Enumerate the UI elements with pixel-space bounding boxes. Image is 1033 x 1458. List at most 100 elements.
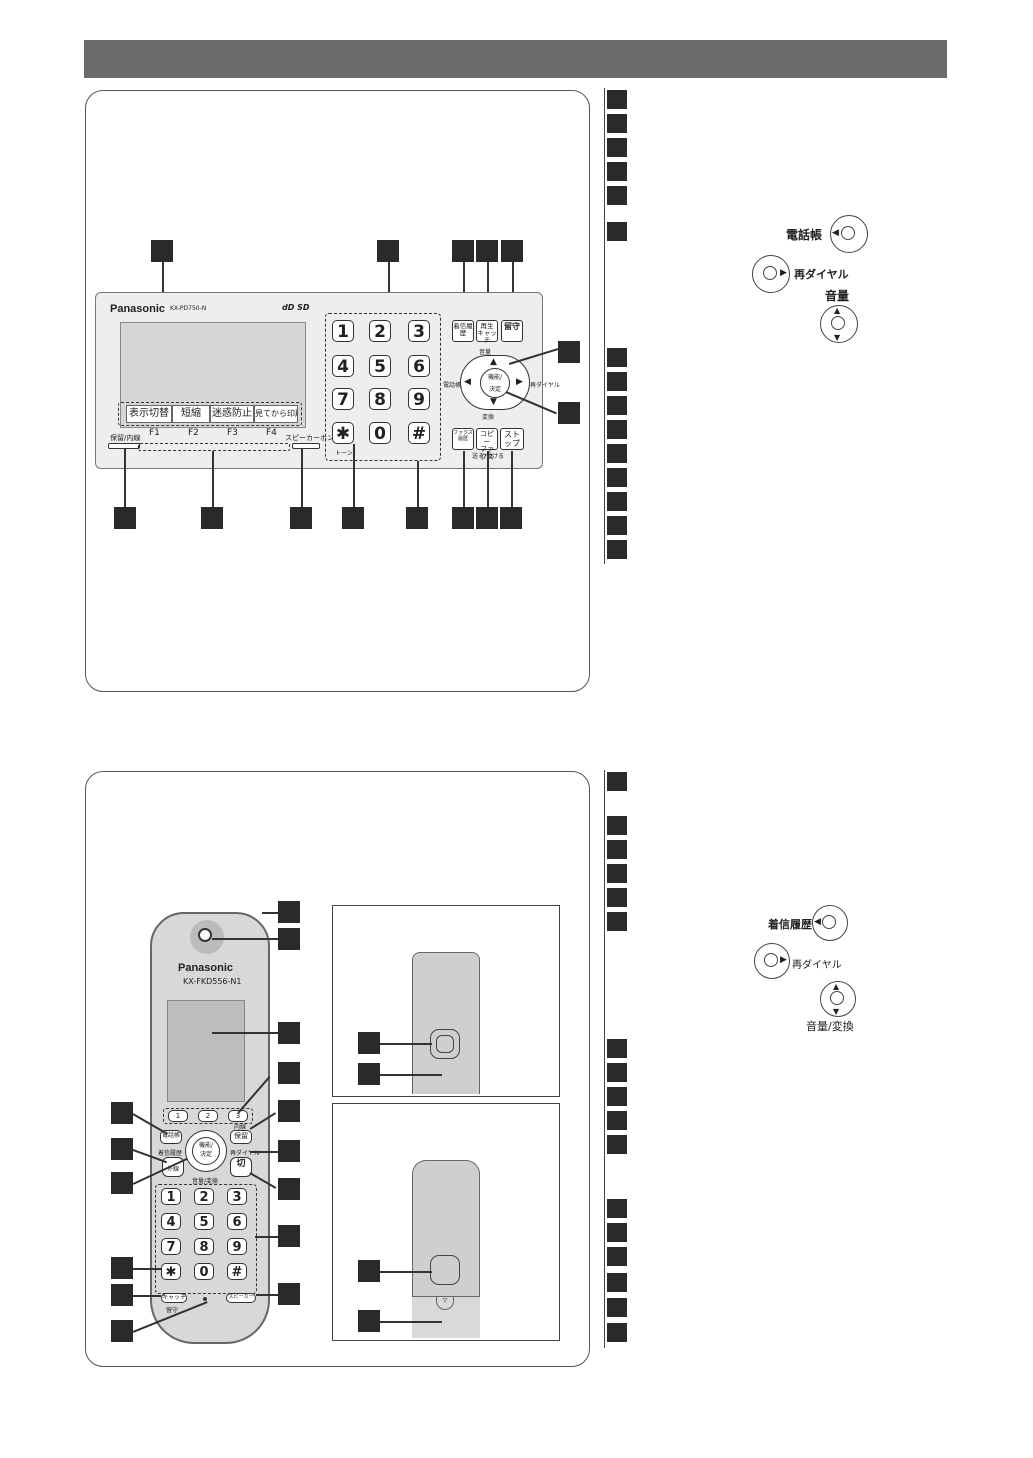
legend-num-11 bbox=[607, 444, 627, 463]
f2-label: F2 bbox=[188, 428, 199, 438]
hkey-0[interactable]: 0 bbox=[194, 1263, 214, 1280]
speakerphone-label: スピーカーホン bbox=[285, 434, 334, 442]
nav-left-arrow[interactable]: ◀ bbox=[464, 377, 471, 387]
hkey-2[interactable]: 2 bbox=[194, 1188, 214, 1205]
fax-history-button[interactable]: ファクス履歴 bbox=[452, 428, 474, 450]
nav-up-arrow[interactable]: ▲ bbox=[490, 357, 497, 367]
fn-key-display-toggle[interactable]: 表示切替 bbox=[126, 405, 172, 423]
legend-num-3 bbox=[607, 138, 627, 157]
fn-key-speed-dial[interactable]: 短縮 bbox=[172, 405, 210, 423]
hkey-star[interactable]: ✱ bbox=[161, 1263, 181, 1280]
h-callout-hold bbox=[278, 1100, 300, 1122]
callout-nav-wheel bbox=[558, 341, 580, 363]
key-7[interactable]: 7 bbox=[332, 388, 354, 410]
hkey-6[interactable]: 6 bbox=[227, 1213, 247, 1230]
h-legend-num-2 bbox=[607, 816, 627, 835]
base-sd-logo: dD SD bbox=[282, 303, 310, 312]
handset-softkey-2[interactable]: 2 bbox=[198, 1110, 218, 1122]
copy-fax-button[interactable]: コピー ファクス bbox=[476, 428, 498, 461]
nav-right-arrow[interactable]: ▶ bbox=[516, 377, 523, 387]
h-legend-num-3 bbox=[607, 840, 627, 859]
side-view-button-bottom bbox=[430, 1255, 460, 1285]
hkey-7[interactable]: 7 bbox=[161, 1238, 181, 1255]
play-catch-button[interactable]: 再生 キャッチ bbox=[476, 320, 498, 345]
h-legend-volume-label: 音量/変換 bbox=[806, 1020, 854, 1033]
h-legend-num-11 bbox=[607, 1135, 627, 1154]
hkey-9[interactable]: 9 bbox=[227, 1238, 247, 1255]
key-5[interactable]: 5 bbox=[369, 355, 391, 377]
legend-num-10 bbox=[607, 420, 627, 439]
h-legend-num-14 bbox=[607, 1247, 627, 1266]
callout-f-buttons bbox=[201, 507, 223, 529]
nav-up-label: 音量 bbox=[479, 349, 492, 356]
side-view-clip-tab: ▽ bbox=[436, 1296, 454, 1310]
base-brand-logo: Panasonic bbox=[110, 303, 166, 315]
h-legend-num-4 bbox=[607, 864, 627, 883]
h-legend-num-12 bbox=[607, 1199, 627, 1218]
handset-softkey-1[interactable]: 1 bbox=[168, 1110, 188, 1122]
nav-down-arrow[interactable]: ▼ bbox=[490, 397, 497, 407]
callout-dialpad-bottom bbox=[406, 507, 428, 529]
key-4[interactable]: 4 bbox=[332, 355, 354, 377]
h-legend-num-8 bbox=[607, 1063, 627, 1082]
side-callout-body-top bbox=[358, 1063, 380, 1085]
key-3[interactable]: 3 bbox=[408, 320, 430, 342]
callout-hold-button bbox=[114, 507, 136, 529]
key-9[interactable]: 9 bbox=[408, 388, 430, 410]
dpad-updown-icon: ▲▼ bbox=[820, 305, 858, 343]
hkey-3[interactable]: 3 bbox=[227, 1188, 247, 1205]
handset-catch-button[interactable]: キャッチ bbox=[161, 1293, 187, 1303]
hkey-8[interactable]: 8 bbox=[194, 1238, 214, 1255]
h-callout-dialpad bbox=[278, 1225, 300, 1247]
h-callout-phonebook bbox=[111, 1102, 133, 1124]
speakerphone-button[interactable] bbox=[292, 443, 320, 449]
h-legend-num-10 bbox=[607, 1111, 627, 1130]
callout-nav-center bbox=[558, 402, 580, 424]
handset-history-label: 着信履歴 bbox=[158, 1150, 183, 1157]
callout-fax-history bbox=[452, 507, 474, 529]
h-legend-num-9 bbox=[607, 1087, 627, 1106]
callout-lcd bbox=[151, 240, 173, 262]
f1-label: F1 bbox=[149, 428, 160, 438]
callout-dialpad bbox=[377, 240, 399, 262]
legend-num-2 bbox=[607, 114, 627, 133]
key-6[interactable]: 6 bbox=[408, 355, 430, 377]
rusu-button[interactable]: 留守 bbox=[501, 320, 523, 342]
handset-hold-button[interactable]: 保留 bbox=[230, 1130, 252, 1144]
nav-center-button[interactable]: 機能/ 決定 bbox=[480, 368, 510, 398]
handset-end-button[interactable]: 切 bbox=[230, 1157, 252, 1177]
f4-label: F4 bbox=[266, 428, 277, 438]
hkey-hash[interactable]: # bbox=[227, 1263, 247, 1280]
fn-key-view-print[interactable]: 見てから印刷 bbox=[254, 405, 298, 423]
h-callout-softkeys bbox=[278, 1062, 300, 1084]
fn-key-nuisance-block[interactable]: 迷惑防止 bbox=[210, 405, 254, 423]
legend-num-15 bbox=[607, 540, 627, 559]
hold-intercom-button[interactable] bbox=[108, 443, 140, 449]
nav-left-label: 電話帳 bbox=[443, 382, 462, 389]
h-callout-outside bbox=[111, 1138, 133, 1160]
handset-speaker-button[interactable]: スピーカー bbox=[226, 1293, 256, 1303]
hkey-5[interactable]: 5 bbox=[194, 1213, 214, 1230]
key-1[interactable]: 1 bbox=[332, 320, 354, 342]
side-view-body-top bbox=[412, 952, 480, 1094]
hkey-4[interactable]: 4 bbox=[161, 1213, 181, 1230]
side-view-button-top-inner bbox=[436, 1035, 454, 1053]
legend-num-9 bbox=[607, 396, 627, 415]
legend-num-7 bbox=[607, 348, 627, 367]
callout-history-button bbox=[452, 240, 474, 262]
h-legend-num-16 bbox=[607, 1298, 627, 1317]
incoming-history-button[interactable]: 着信履歴 bbox=[452, 320, 474, 342]
stop-button[interactable]: ストップ bbox=[500, 428, 524, 450]
key-star[interactable]: ✱ bbox=[332, 422, 354, 444]
key-8[interactable]: 8 bbox=[369, 388, 391, 410]
handset-nav-center-button[interactable]: 機能/ 決定 bbox=[192, 1137, 220, 1165]
handset-brand-logo: Panasonic bbox=[178, 962, 234, 974]
handset-intercom-label: 内線 bbox=[234, 1124, 247, 1131]
key-0[interactable]: 0 bbox=[369, 422, 391, 444]
section-header-bar bbox=[84, 40, 947, 78]
hkey-1[interactable]: 1 bbox=[161, 1188, 181, 1205]
side-callout-clip bbox=[358, 1310, 380, 1332]
key-2[interactable]: 2 bbox=[369, 320, 391, 342]
base-model-label: KX-PD750-N bbox=[170, 305, 207, 312]
key-hash[interactable]: # bbox=[408, 422, 430, 444]
